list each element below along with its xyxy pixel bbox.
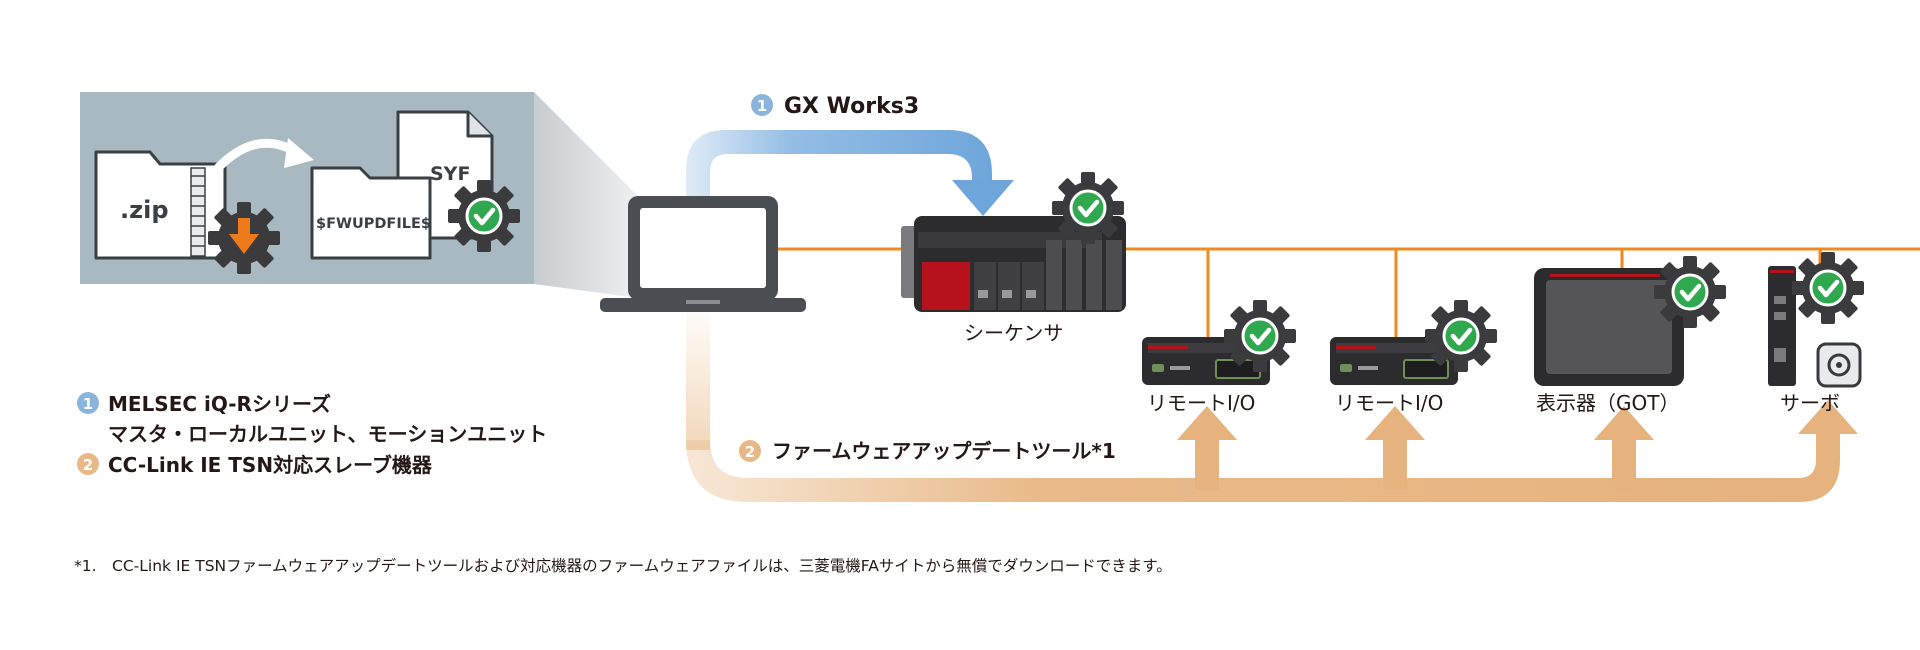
remote-io-label-1: リモートI/O bbox=[1147, 391, 1255, 415]
fw-tool-label-group: 2 ファームウェアアップデートツール*1 bbox=[739, 439, 1116, 463]
servo-device bbox=[1768, 252, 1864, 388]
legend-badge-1 bbox=[77, 392, 99, 414]
got-display-device bbox=[1534, 256, 1726, 386]
legend-2: CC-Link IE TSN対応スレーブ機器 bbox=[108, 453, 433, 477]
fw-update-arrow bbox=[686, 300, 1858, 502]
footnote: *1. CC-Link IE TSNファームウェアアップデートツールおよび対応機… bbox=[74, 556, 1172, 575]
syf-label: SYF bbox=[430, 163, 470, 185]
download-gear-icon bbox=[208, 202, 280, 274]
check-gear-icon bbox=[1052, 172, 1124, 244]
check-gear-icon bbox=[1654, 256, 1726, 328]
projection-cone bbox=[534, 92, 638, 298]
gx-works-arrow bbox=[686, 130, 1014, 246]
legend-badge-2 bbox=[77, 453, 99, 475]
fw-tool-label: ファームウェアアップデートツール*1 bbox=[772, 439, 1116, 463]
folder-icon: $FWUPDFILE$ bbox=[310, 166, 432, 260]
check-gear-icon bbox=[1792, 252, 1864, 324]
step-badge-2-number: 2 bbox=[745, 443, 755, 461]
fwupdfiles-label: $FWUPDFILE$ bbox=[316, 216, 431, 232]
legend-1-line2: マスタ・ローカルユニット、モーションユニット bbox=[108, 422, 547, 446]
remote-io-label-2: リモートI/O bbox=[1335, 391, 1443, 415]
sequencer-device bbox=[901, 172, 1126, 312]
display-label: 表示器（GOT） bbox=[1536, 391, 1679, 415]
check-gear-icon bbox=[448, 180, 520, 252]
step-badge-1-number: 1 bbox=[757, 97, 767, 115]
laptop-icon bbox=[600, 196, 806, 312]
legend-1-line1: MELSEC iQ-Rシリーズ bbox=[108, 392, 331, 416]
check-gear-icon bbox=[1425, 300, 1497, 372]
remote-io-device-2 bbox=[1330, 300, 1497, 385]
gx-works-label-group: 1 GX Works3 bbox=[751, 94, 919, 119]
extract-arrowhead bbox=[284, 138, 314, 168]
gx-works-label: GX Works3 bbox=[784, 94, 919, 119]
legend-badge-1-number: 1 bbox=[83, 395, 93, 413]
legend: 1 MELSEC iQ-Rシリーズ マスタ・ローカルユニット、モーションユニット… bbox=[77, 392, 547, 477]
sequencer-label: シーケンサ bbox=[964, 321, 1063, 345]
step-badge-1 bbox=[751, 94, 773, 116]
servo-label: サーボ bbox=[1780, 391, 1840, 415]
zip-folder-icon: .zip bbox=[94, 150, 227, 260]
remote-io-device-1 bbox=[1142, 300, 1296, 385]
check-gear-icon bbox=[1224, 300, 1296, 372]
step-badge-2 bbox=[739, 440, 761, 462]
firmware-file-panel: .zip SYF $FWUPDFILE$ bbox=[80, 92, 638, 298]
legend-badge-2-number: 2 bbox=[83, 456, 93, 474]
zip-label: .zip bbox=[120, 196, 169, 224]
